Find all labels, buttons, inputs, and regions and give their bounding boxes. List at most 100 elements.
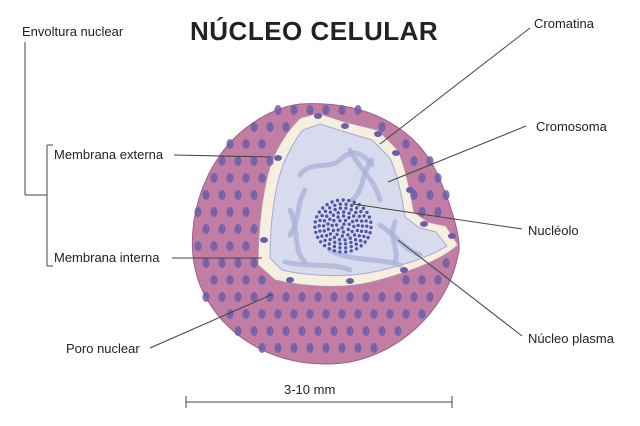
membrane-pore	[374, 131, 382, 137]
nucleolus-granule	[319, 240, 323, 244]
pore-dot	[434, 173, 442, 183]
nucleolus-granule	[313, 220, 317, 224]
pore-dot	[386, 309, 394, 319]
leader-membrana-externa	[173, 154, 271, 158]
pore-dot	[258, 343, 266, 353]
nucleolus-granule	[343, 238, 347, 242]
pore-dot	[210, 207, 218, 217]
nucleolus-granule	[369, 220, 373, 224]
pore-dot	[290, 309, 298, 319]
leader-cromosoma	[387, 125, 527, 183]
pore-dot	[258, 139, 266, 149]
pore-dot	[274, 105, 282, 115]
leader-nucleolo	[352, 203, 523, 230]
membrane-pore	[274, 155, 282, 161]
pore-dot	[354, 343, 362, 353]
pore-dot	[338, 309, 346, 319]
nucleolus-granule	[360, 224, 365, 228]
pore-dot	[410, 292, 418, 302]
pore-dot	[306, 105, 314, 115]
nucleolus-granule	[343, 242, 348, 246]
nucleolus-granule	[338, 246, 342, 250]
nucleolus-granule	[350, 219, 355, 224]
nucleolus-granule	[353, 238, 358, 242]
nucleolus-granule	[328, 210, 333, 214]
nucleolus-granule	[365, 224, 369, 228]
pore-dot	[250, 224, 258, 234]
pore-dot	[362, 326, 370, 336]
nucleolus-granule	[327, 242, 331, 246]
pore-dot	[210, 275, 218, 285]
pore-dot	[242, 173, 250, 183]
pore-dot	[242, 139, 250, 149]
label-nucleolo: Nucléolo	[528, 223, 579, 238]
nucleolus-granule	[333, 207, 337, 212]
nucleolus-granule	[347, 222, 351, 226]
nuclear-pores	[194, 105, 456, 353]
nucleolus-granule	[321, 206, 325, 210]
nucleolus-granule	[322, 219, 327, 223]
leader-nucleo-plasma	[397, 239, 523, 337]
pore-dot	[234, 156, 242, 166]
pore-dot	[346, 292, 354, 302]
pore-dot	[282, 326, 290, 336]
nucleolus-granule	[342, 222, 346, 226]
nucleolus-granule	[346, 233, 350, 237]
nucleolus-granule	[324, 233, 329, 238]
nucleolus-granule	[338, 242, 342, 246]
label-cromatina: Cromatina	[534, 16, 594, 31]
membrane-pore	[448, 233, 456, 239]
pore-dot	[394, 292, 402, 302]
pore-dot	[282, 292, 290, 302]
pore-dot	[234, 292, 242, 302]
label-envoltura-nuclear: Envoltura nuclear	[22, 24, 124, 39]
nucleoplasm-interior	[269, 123, 448, 277]
nucleolus-granule	[352, 224, 356, 229]
pore-dot	[418, 275, 426, 285]
pore-dot	[194, 207, 202, 217]
membrane-pore	[400, 267, 408, 273]
nucleolus-granule	[336, 228, 340, 232]
pore-dot	[426, 292, 434, 302]
pore-dot	[202, 258, 210, 268]
pore-dot	[298, 326, 306, 336]
chromatin-strand	[390, 219, 399, 265]
nucleolus-granule	[355, 228, 359, 233]
nucleolus-granule	[336, 211, 340, 215]
scale-label: 3-10 mm	[284, 382, 336, 397]
pore-dot	[226, 241, 234, 251]
pore-dot	[258, 173, 266, 183]
nucleolus-granule	[333, 240, 337, 244]
pore-dot	[322, 309, 330, 319]
nucleolus-granule	[331, 228, 336, 233]
pore-dot	[378, 122, 386, 132]
nucleolus-granule	[318, 218, 322, 223]
nucleolus-granule	[349, 244, 353, 249]
pore-dot	[266, 292, 274, 302]
pore-dot	[266, 326, 274, 336]
nucleolus-granule	[354, 242, 358, 246]
chromatin-strand	[349, 157, 375, 203]
nucleolus-granule	[313, 225, 317, 229]
pore-dot	[306, 343, 314, 353]
nucleolus-granule	[320, 213, 324, 218]
pore-dot	[234, 224, 242, 234]
nucleolus-granule	[341, 214, 346, 218]
nucleolus-granule	[340, 234, 345, 238]
nucleolus-granule	[352, 214, 356, 218]
nucleolus-granule	[338, 219, 342, 223]
pore-dot	[266, 156, 274, 166]
pore-dot	[210, 241, 218, 251]
pore-dot	[226, 207, 234, 217]
nucleolus-granule	[356, 223, 360, 228]
pore-dot	[250, 190, 258, 200]
nuclear-envelope	[191, 103, 460, 365]
nucleolus-granule	[338, 250, 342, 254]
pore-dot	[330, 326, 338, 336]
pore-dot	[306, 309, 314, 319]
nucleolus-granule	[359, 244, 363, 248]
pore-dot	[218, 258, 226, 268]
nucleolus-granule	[332, 218, 336, 223]
nucleolus-granule	[323, 209, 328, 213]
nucleolus-granule	[364, 229, 368, 234]
